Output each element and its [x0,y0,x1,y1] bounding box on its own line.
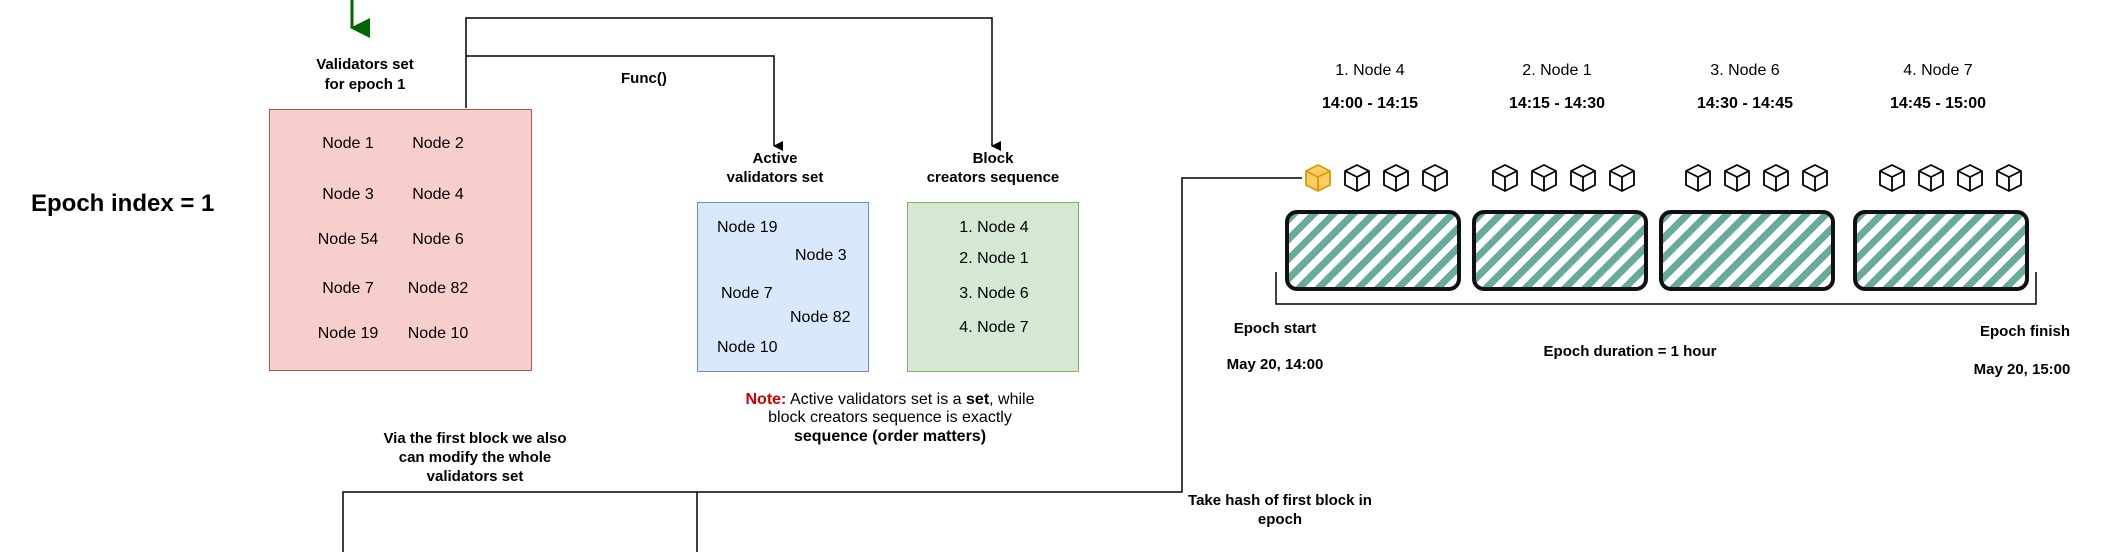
block-cube-icon [1568,163,1598,198]
note-prefix: Note: [745,391,787,408]
block-cube-icon [1490,163,1520,198]
slot-creator: 4. Node 7 [1903,62,1973,79]
block-cube-icon [1800,163,1830,198]
hash-note-2: epoch [1257,511,1303,528]
epoch-slot-bar [1285,210,1461,291]
epoch-finish-label: Epoch finish [1980,323,2070,340]
note-line-3: sequence (order matters) [793,428,987,445]
validator-node: Node 6 [412,231,464,248]
epoch-start-label: Epoch start [1233,320,1317,337]
validator-node: Node 54 [317,231,379,248]
block-cube-icon [1722,163,1752,198]
block-cube-icon [1420,163,1450,198]
block-cube-icon [1916,163,1946,198]
slot-creator: 1. Node 4 [1335,62,1405,79]
active-node: Node 19 [717,219,778,236]
creators-sequence-box: 1. Node 4 2. Node 1 3. Node 6 4. Node 7 [907,202,1079,372]
validator-node: Node 7 [322,280,374,297]
active-node: Node 10 [717,339,778,356]
creator-item: 2. Node 1 [959,250,1029,267]
active-node: Node 3 [795,247,847,264]
block-cube-icon [1607,163,1637,198]
hash-note-1: Take hash of first block in [1188,492,1372,509]
block-cube-icon [1955,163,1985,198]
validator-node: Node 3 [322,186,374,203]
epoch-finish-date: May 20, 15:00 [1973,361,2071,378]
validator-node: Node 10 [407,325,469,342]
slot-time: 14:15 - 14:30 [1508,95,1606,112]
epoch-slot-bar [1853,210,2029,291]
arrow-to-creators [465,17,1001,151]
func-label: Func() [621,70,667,87]
validator-node: Node 2 [412,135,464,152]
validator-node: Node 19 [317,325,379,342]
hash-connector [696,177,1302,552]
epoch-slot-bar [1659,210,1835,291]
epoch-slot-bar [1472,210,1648,291]
validator-node: Node 4 [412,186,464,203]
note-text: Active validators set is a [786,391,967,408]
validators-set-box: Node 1 Node 2 Node 3 Node 4 Node 54 Node… [269,109,532,371]
slot-creator: 3. Node 6 [1710,62,1780,79]
active-title-2: validators set [726,169,824,186]
active-validators-box: Node 19 Node 3 Node 7 Node 82 Node 10 [697,202,869,372]
block-cube-icon [1529,163,1559,198]
creator-item: 3. Node 6 [959,285,1029,302]
creator-item: 4. Node 7 [959,319,1029,336]
creator-item: 1. Node 4 [959,219,1029,236]
note-set-word: set [966,391,990,408]
slot-creator: 2. Node 1 [1522,62,1592,79]
note-text: , while [989,391,1035,408]
first-block-note-1: Via the first block we also [383,430,567,447]
validators-title-2: for epoch 1 [324,76,406,93]
slot-time: 14:45 - 15:00 [1889,95,1987,112]
block-cube-icon [1342,163,1372,198]
first-block-note-3: validators set [426,468,524,485]
validator-node: Node 1 [322,135,374,152]
epoch-start-date: May 20, 14:00 [1226,356,1324,373]
epoch-duration-label: Epoch duration = 1 hour [1543,343,1717,360]
block-cube-icon [1877,163,1907,198]
validator-node: Node 82 [407,280,469,297]
creators-title-1: Block [972,150,1014,167]
first-block-connector [342,491,697,552]
active-node: Node 82 [790,309,851,326]
arrow-to-active [466,55,783,151]
note-line-2: block creators sequence is exactly [768,409,1012,426]
block-cube-icon [1381,163,1411,198]
block-cube-icon [1683,163,1713,198]
slot-time: 14:30 - 14:45 [1696,95,1794,112]
epoch-index-label: Epoch index = 1 [31,190,215,217]
active-node: Node 7 [721,285,773,302]
epoch-bracket [1275,272,2037,305]
block-cube-icon [1761,163,1791,198]
note-line-1: Note: Active validators set is a set, wh… [700,391,1080,409]
creators-title-2: creators sequence [926,169,1060,186]
block-cube-icon [1994,163,2024,198]
first-block-cube-icon [1303,163,1333,198]
first-block-note-2: can modify the whole [398,449,552,466]
active-title-1: Active [752,150,798,167]
validators-title-1: Validators set [316,56,414,73]
slot-time: 14:00 - 14:15 [1321,95,1419,112]
